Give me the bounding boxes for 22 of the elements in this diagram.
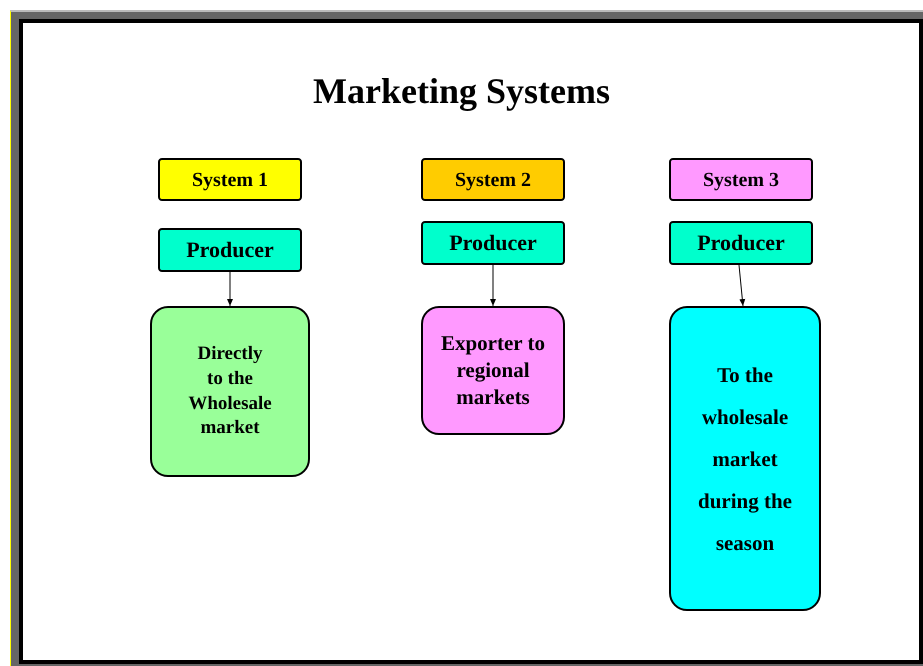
arrow: [490, 264, 496, 306]
process-box: [158, 228, 302, 272]
arrow: [738, 264, 746, 306]
box-label: Directly to the Wholesale market: [188, 342, 272, 440]
label-box: [421, 158, 565, 201]
rounded-box: [150, 306, 310, 477]
process-box: [669, 221, 813, 265]
box-label: Producer: [186, 238, 274, 262]
label-box: [669, 158, 813, 201]
label-box: [158, 158, 302, 201]
box-label: System 1: [192, 168, 268, 190]
box-label: Exporter to regional markets: [440, 330, 546, 412]
box-label: System 2: [454, 168, 532, 190]
box-label: Producer: [697, 230, 785, 256]
box-label: System 3: [702, 168, 780, 190]
diagram-title: Marketing Systems: [312, 70, 611, 112]
rounded-box: [669, 306, 821, 611]
arrow: [227, 272, 233, 306]
rounded-box: [421, 306, 565, 435]
box-label: Producer: [449, 230, 537, 256]
box-label: To the wholesale market during the season: [697, 362, 793, 556]
process-box: [421, 221, 565, 265]
